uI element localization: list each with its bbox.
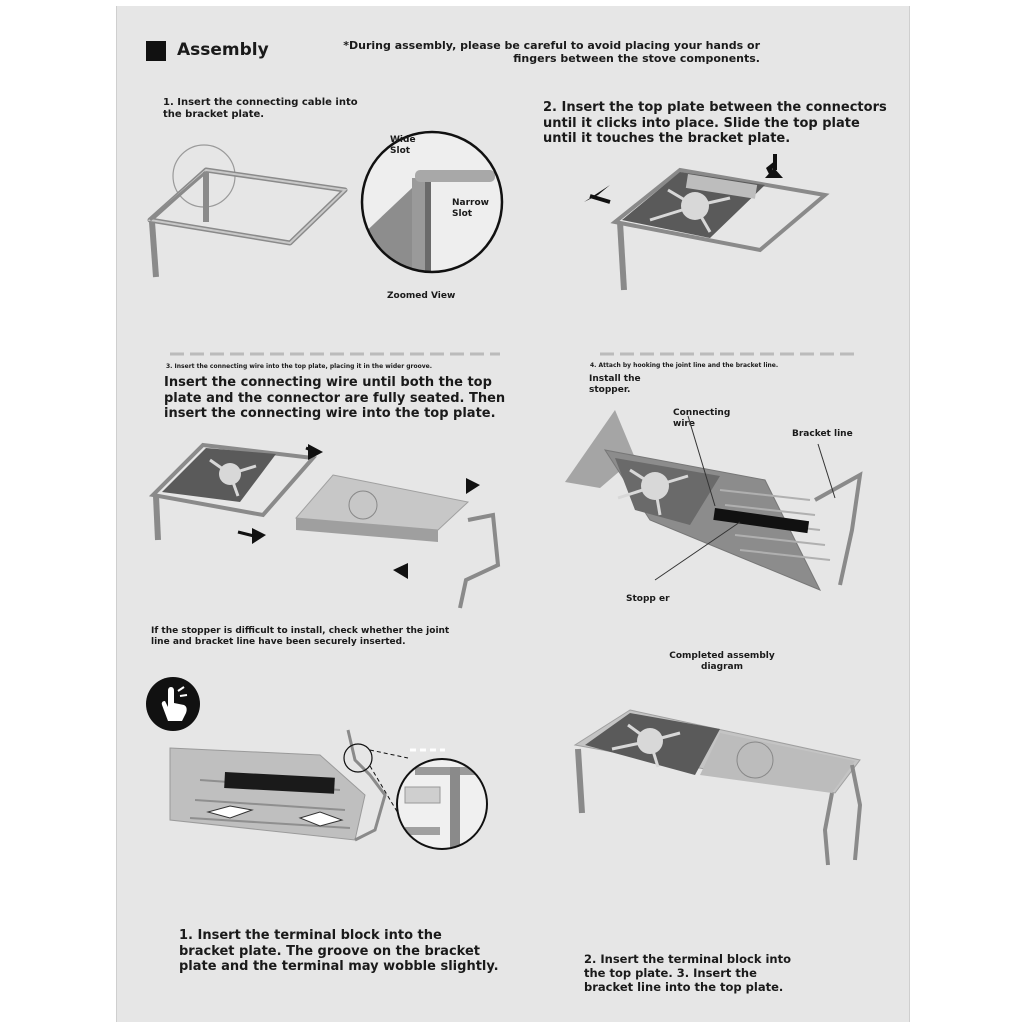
connecting-wire-line-2: wire: [673, 418, 695, 429]
completed-line-2: diagram: [701, 661, 743, 672]
bracket-frame-illustration: [147, 144, 348, 278]
narrow-slot-label: Narrow Slot: [452, 198, 489, 220]
warning-line-2: fingers between the stove components.: [513, 52, 760, 66]
terminal-zoom-illustration: [396, 758, 488, 850]
step2-text: 2. Insert the top plate between the conn…: [543, 100, 887, 147]
narrow-slot-label-line1: Narrow: [452, 198, 489, 208]
bracket-line-label: Bracket line: [792, 429, 853, 439]
faded-text-artifact: [170, 352, 860, 356]
completed-caption: Completed assembly diagram: [660, 651, 784, 673]
step1-text: 1. Insert the connecting cable into the …: [163, 97, 358, 121]
footer-right-line-3: bracket line into the top plate.: [584, 979, 784, 994]
install-stopper-label: Install the stopper.: [589, 374, 641, 396]
connecting-wire-label: Connecting wire: [673, 408, 730, 430]
zoom-slot-illustration: [360, 130, 504, 274]
narrow-slot-label-line2: Slot: [452, 208, 473, 219]
section-title: Assembly: [177, 40, 269, 60]
step3-line-1: Insert the connecting wire until both th…: [164, 375, 492, 390]
tip-line-2: line and bracket line have been securely…: [151, 636, 406, 647]
completed-assembly-illustration: [573, 709, 863, 866]
safety-warning: *During assembly, please be careful to a…: [330, 39, 760, 65]
warning-line-1: *During assembly, please be careful to a…: [343, 39, 760, 52]
step3-line-3: insert the connecting wire into the top …: [164, 406, 496, 422]
step1-line-1: 1. Insert the connecting cable into: [163, 97, 358, 108]
step2-line-2: until it clicks into place. Slide the to…: [543, 115, 860, 131]
step3-text: Insert the connecting wire until both th…: [164, 375, 505, 422]
stopper-label: Stopp er: [626, 594, 670, 604]
install-stopper-line-1: Install the: [589, 374, 641, 384]
connecting-wire-line-1: Connecting: [673, 408, 731, 418]
top-plate-insert-illustration: [584, 154, 830, 291]
stopper-install-illustration: [565, 410, 863, 591]
step3-line-2: plate and the connector are fully seated…: [164, 390, 506, 406]
footer-left-line-2: bracket plate. The groove on the bracket: [179, 943, 480, 959]
footer-left-text: 1. Insert the terminal block into the br…: [179, 928, 499, 975]
step2-line-3: until it touches the bracket plate.: [543, 131, 791, 147]
footer-right-line-1: 2. Insert the terminal block into: [584, 952, 791, 966]
stopper-tip-text: If the stopper is difficult to install, …: [151, 626, 449, 648]
step1-line-2: the bracket plate.: [163, 109, 265, 120]
tip-line-1: If the stopper is difficult to install, …: [151, 626, 450, 636]
hand-tap-icon: [146, 677, 200, 731]
zoomed-view-caption: Zoomed View: [387, 291, 456, 301]
terminal-block-illustration: [169, 729, 445, 842]
footer-left-line-3: plate and the terminal may wobble slight…: [179, 959, 499, 975]
wide-slot-label-line1: Wide: [390, 135, 416, 145]
install-stopper-line-2: stopper.: [589, 384, 631, 395]
completed-line-1: Completed assembly: [669, 651, 775, 661]
wide-slot-label-line2: Slot: [390, 145, 411, 156]
wide-slot-label: Wide Slot: [390, 135, 416, 157]
footer-left-line-1: 1. Insert the terminal block into the: [179, 928, 442, 943]
footer-right-text: 2. Insert the terminal block into the to…: [584, 952, 791, 994]
step3-small-caption: 3. Insert the connecting wire into the t…: [166, 363, 432, 370]
footer-right-line-2: the top plate. 3. Insert the: [584, 965, 757, 980]
connecting-wire-illustration: [148, 442, 501, 609]
step4-small-caption: 4. Attach by hooking the joint line and …: [590, 362, 779, 369]
step2-line-1: 2. Insert the top plate between the conn…: [543, 100, 887, 115]
section-square-icon: [146, 41, 166, 61]
